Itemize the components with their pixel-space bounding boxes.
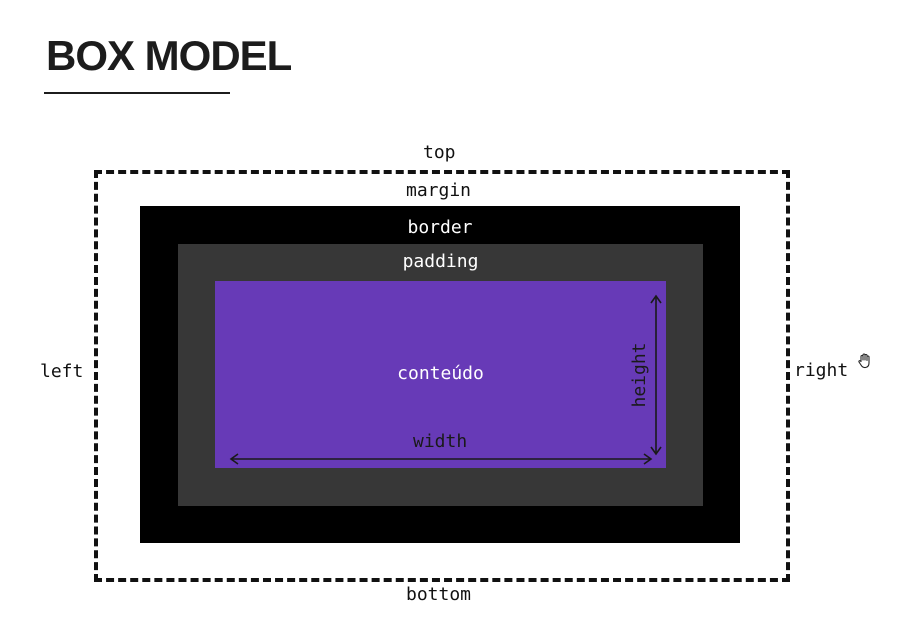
label-border: border <box>407 217 473 238</box>
page-title: BOX MODEL <box>46 32 292 79</box>
title-underline <box>44 92 230 94</box>
label-padding: padding <box>402 251 479 272</box>
label-top: top <box>423 142 456 163</box>
content-area: conteúdo <box>215 281 666 468</box>
label-content: conteúdo <box>397 363 484 384</box>
label-left: left <box>40 361 84 382</box>
hand-pointer-icon <box>858 353 870 369</box>
label-bottom: bottom <box>406 584 472 605</box>
label-width: width <box>413 431 468 452</box>
height-arrow <box>650 294 662 456</box>
margin-area <box>94 170 790 582</box>
width-arrow <box>229 453 653 465</box>
label-height: height <box>629 342 650 408</box>
label-right: right <box>794 360 849 381</box>
label-margin: margin <box>406 180 472 201</box>
